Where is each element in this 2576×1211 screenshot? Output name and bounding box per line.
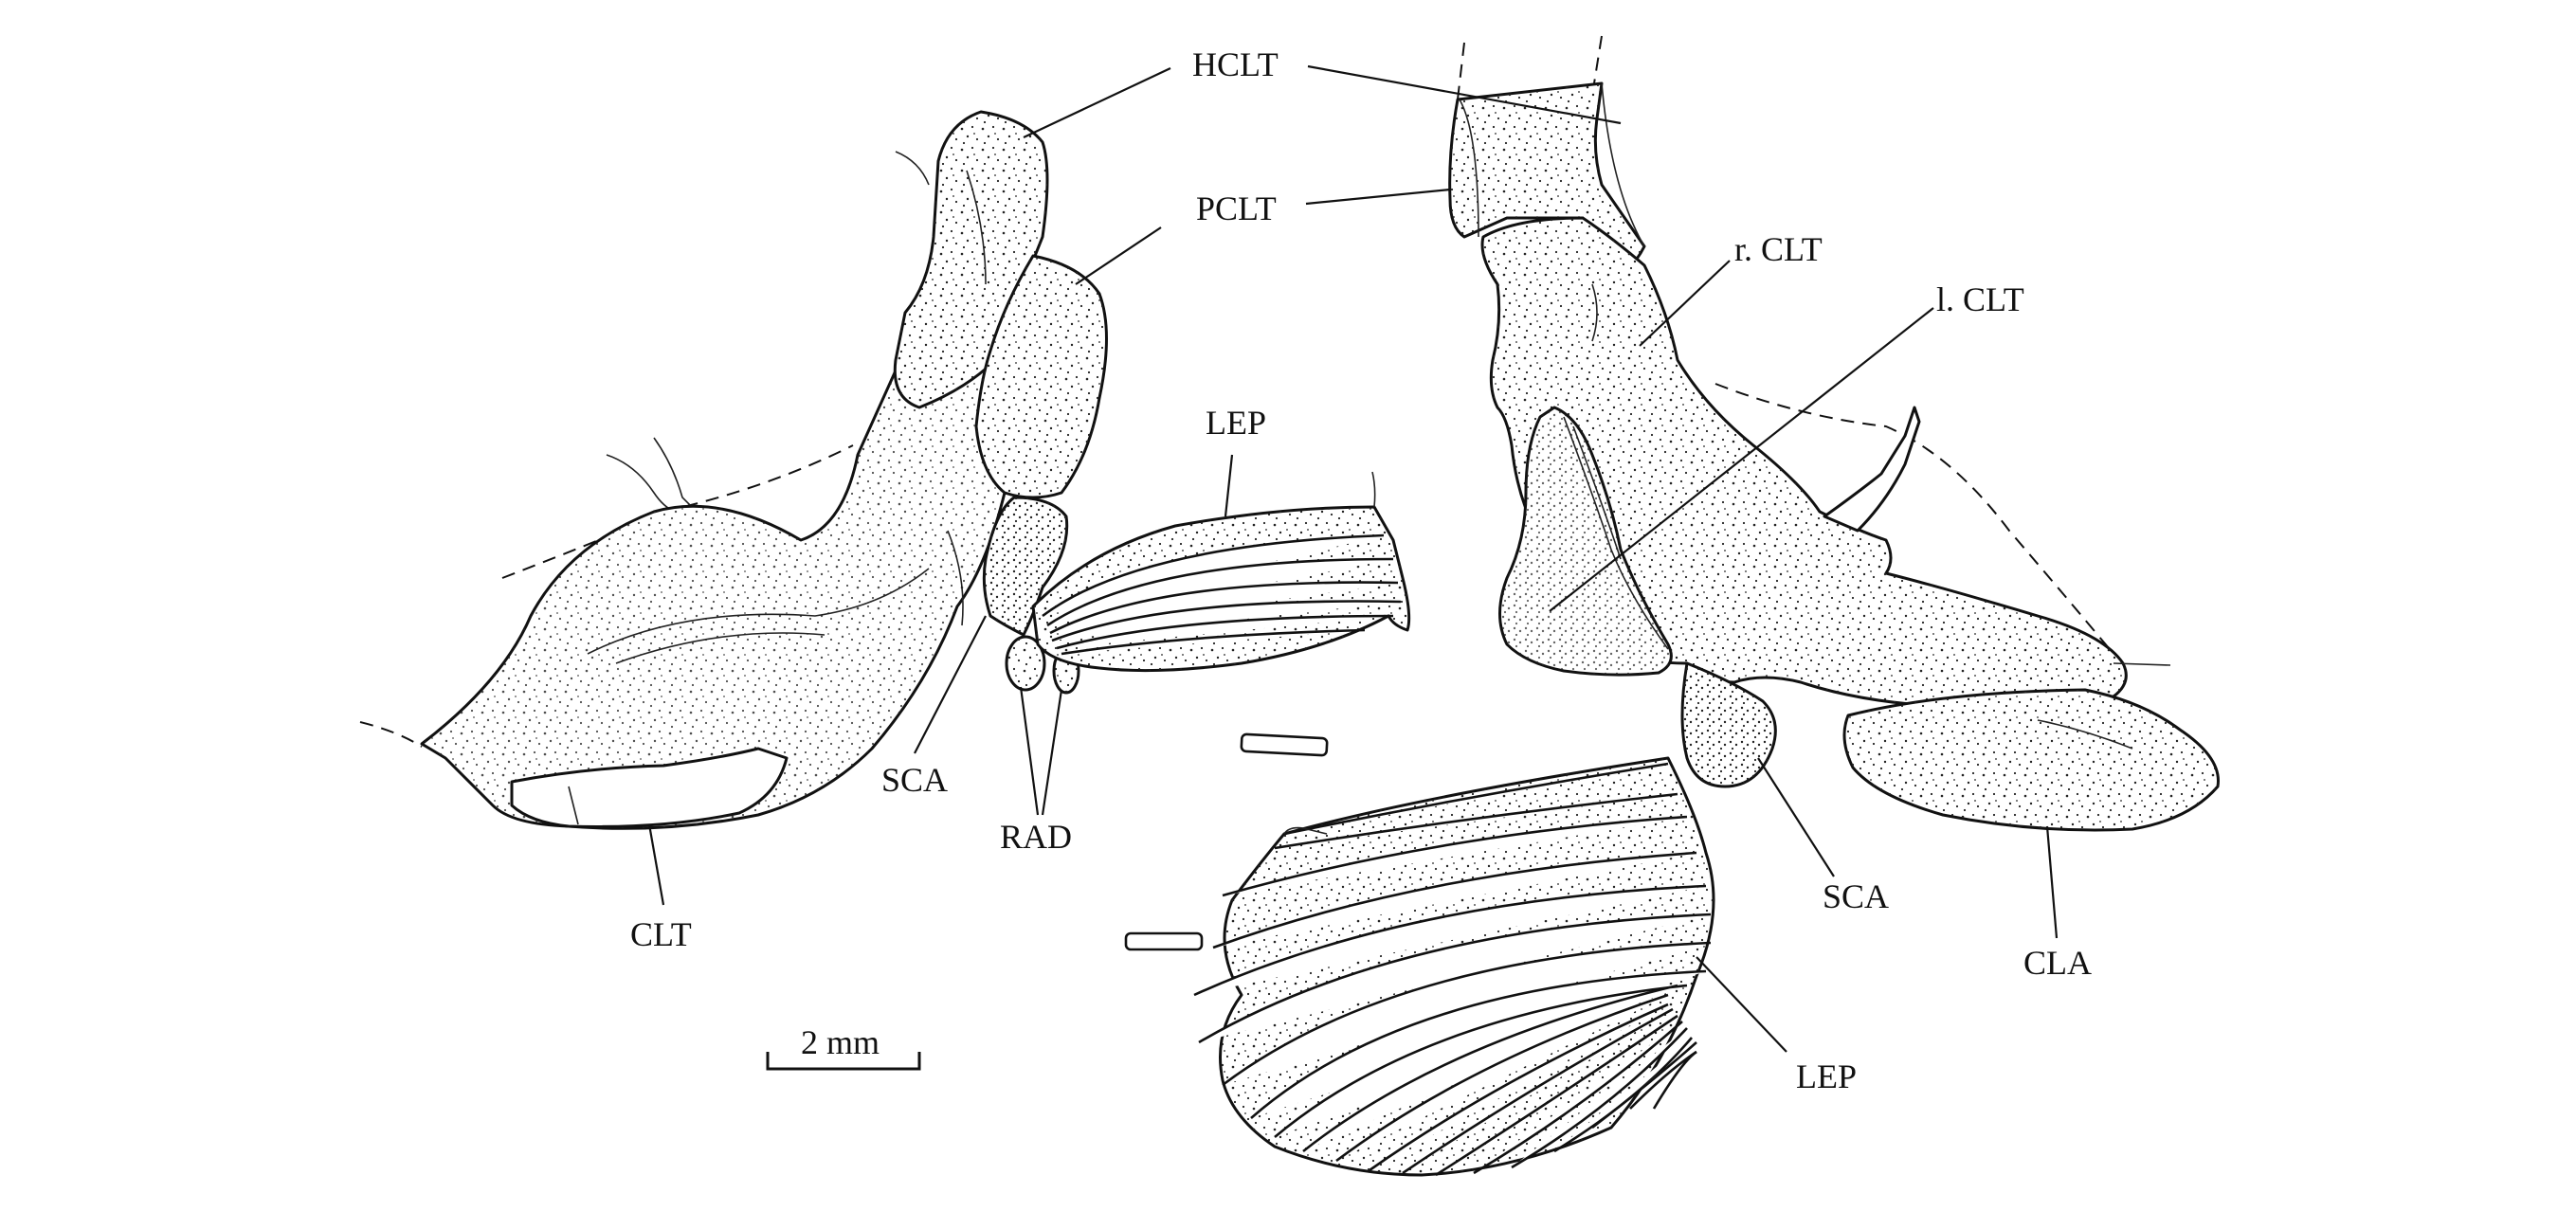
scapula-left xyxy=(982,496,1069,637)
hclt-left xyxy=(893,110,1049,409)
label-l-clt: l. CLT xyxy=(1936,280,2024,318)
scapula-right xyxy=(1680,661,1777,788)
leader-sca-right xyxy=(1757,757,1835,877)
clavicle-right xyxy=(1842,688,2220,832)
leader-r-clt xyxy=(1639,260,1731,347)
labels: HCLT PCLT LEP SCA RAD CLT r. CLT l. CLT … xyxy=(630,45,2092,1095)
radials-left xyxy=(1005,635,1080,695)
leader-lep-left xyxy=(1224,454,1234,517)
cleithrum-left xyxy=(420,253,1030,830)
left-spine-line-b xyxy=(653,437,698,513)
leader-lep-right xyxy=(1696,956,1787,1053)
leader-lines xyxy=(647,64,2059,1053)
label-sca-right: SCA xyxy=(1823,877,1889,915)
leader-rad-a xyxy=(1019,686,1040,816)
left-specimen xyxy=(359,110,1411,830)
leader-cla xyxy=(2045,825,2059,939)
leader-l-clt xyxy=(1549,307,1934,612)
leader-hclt-right xyxy=(1307,64,1622,125)
scale-bar: 2 mm xyxy=(766,1023,921,1071)
label-hclt: HCLT xyxy=(1192,45,1279,83)
lepidotrichia-lower-fin xyxy=(1193,756,1715,1177)
right-specimen xyxy=(1448,35,2220,832)
leader-hclt-left xyxy=(1023,67,1171,138)
label-sca-left: SCA xyxy=(881,761,948,799)
label-pclt: PCLT xyxy=(1196,190,1277,227)
right-dashed-outline xyxy=(1714,383,2114,655)
leader-sca-left xyxy=(914,615,987,754)
label-r-clt: r. CLT xyxy=(1734,230,1823,268)
leader-pclt-right xyxy=(1305,188,1451,206)
label-lep-left: LEP xyxy=(1206,404,1266,442)
right-tip-line xyxy=(2113,662,2171,666)
label-clt: CLT xyxy=(630,915,692,953)
scale-bar-label: 2 mm xyxy=(801,1023,880,1061)
pclt-left xyxy=(974,254,1108,499)
label-lep-right: LEP xyxy=(1796,1057,1857,1095)
right-dashed-top-a xyxy=(1457,42,1465,100)
leader-rad-b xyxy=(1041,689,1063,816)
leader-clt-left xyxy=(647,823,665,906)
loose-ray-segment-b xyxy=(1124,931,1204,951)
label-rad: RAD xyxy=(1000,818,1072,856)
label-cla: CLA xyxy=(2023,944,2092,982)
leader-pclt-left xyxy=(1075,226,1162,285)
left-spine-line-c xyxy=(895,151,930,186)
left-dashed-outline-lower xyxy=(359,721,423,748)
cleithrum-left-inner xyxy=(1498,406,1673,677)
right-dashed-top-b xyxy=(1593,35,1603,84)
loose-ray-segment-a xyxy=(1240,732,1329,757)
scale-bar-line xyxy=(766,1052,921,1071)
lepidotrichia-upper-fin xyxy=(1031,471,1411,673)
